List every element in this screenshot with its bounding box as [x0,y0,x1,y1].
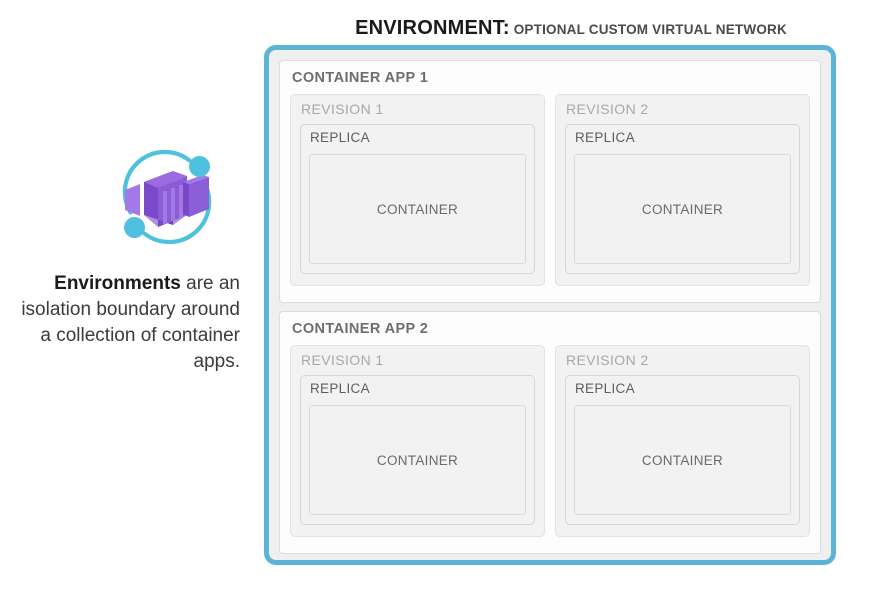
container-app-2-revision-2-container-label: CONTAINER [641,452,724,468]
container-app-2-revision-2-replica-label: REPLICA [575,381,635,396]
environment-boundary-box: CONTAINER APP 1 REVISION 1 REPLICA CONTA… [264,45,836,565]
container-app-2-revision-2-container: CONTAINER [574,405,791,515]
caption-strong-text: Environments [54,273,181,294]
container-app-2: CONTAINER APP 2 REVISION 1 REPLICA CONTA… [279,311,821,554]
container-app-1-revision-1-replica: REPLICA CONTAINER [300,124,535,274]
environment-caption: Environments are an isolation boundary a… [12,271,240,375]
container-app-1-revision-1-container: CONTAINER [309,154,526,264]
container-app-1-label: CONTAINER APP 1 [292,70,429,86]
container-app-1-revision-1-container-label: CONTAINER [376,201,459,217]
container-app-1-revision-2: REVISION 2 REPLICA CONTAINER [555,94,810,286]
container-app-1-revisions: REVISION 1 REPLICA CONTAINER REVISION 2 … [290,94,810,286]
container-app-2-revision-1-label: REVISION 1 [301,352,384,368]
container-app-2-revision-2-replica: REPLICA CONTAINER [565,375,800,525]
container-app-2-revision-1-replica: REPLICA CONTAINER [300,375,535,525]
container-app-1: CONTAINER APP 1 REVISION 1 REPLICA CONTA… [279,60,821,303]
container-app-2-revision-1-container-label: CONTAINER [376,452,459,468]
container-app-2-revisions: REVISION 1 REPLICA CONTAINER REVISION 2 … [290,345,810,537]
container-app-1-revision-2-container: CONTAINER [574,154,791,264]
container-app-2-revision-2: REVISION 2 REPLICA CONTAINER [555,345,810,537]
container-app-2-revision-1-replica-label: REPLICA [310,381,370,396]
container-app-1-revision-2-label: REVISION 2 [566,101,649,117]
container-app-1-revision-2-replica: REPLICA CONTAINER [565,124,800,274]
left-explanation-panel: Environments are an isolation boundary a… [0,0,252,593]
container-app-1-revision-2-container-label: CONTAINER [641,201,724,217]
azure-container-apps-logo [113,143,221,251]
container-app-1-revision-2-replica-label: REPLICA [575,130,635,145]
container-app-2-label: CONTAINER APP 2 [292,321,429,337]
container-app-2-revision-2-label: REVISION 2 [566,352,649,368]
caption-rest-text: are an isolation boundary around a colle… [21,273,240,372]
container-app-1-revision-1: REVISION 1 REPLICA CONTAINER [290,94,545,286]
environment-title: ENVIRONMENT:OPTIONAL CUSTOM VIRTUAL NETW… [284,17,858,40]
container-app-1-revision-1-replica-label: REPLICA [310,130,370,145]
environment-title-sub: OPTIONAL CUSTOM VIRTUAL NETWORK [513,22,787,37]
container-app-2-revision-1-container: CONTAINER [309,405,526,515]
environment-title-main: ENVIRONMENT: [355,17,510,39]
container-app-1-revision-1-label: REVISION 1 [301,101,384,117]
container-app-2-revision-1: REVISION 1 REPLICA CONTAINER [290,345,545,537]
environment-diagram-panel: ENVIRONMENT:OPTIONAL CUSTOM VIRTUAL NETW… [252,0,874,593]
